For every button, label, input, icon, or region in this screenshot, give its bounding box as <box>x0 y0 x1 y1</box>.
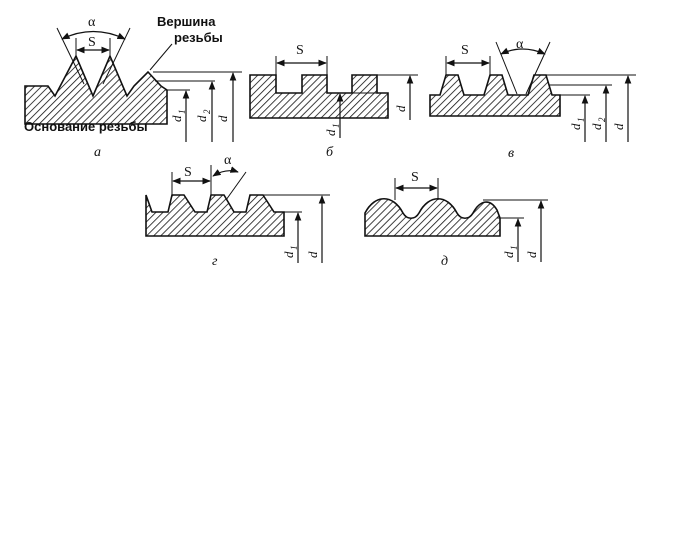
d-label-v: d <box>611 123 626 130</box>
thread-profile-d <box>364 197 501 237</box>
d1-label-a-main: d <box>169 115 184 122</box>
d-label-d: d <box>524 251 539 258</box>
crest-label-line1: Вершина <box>157 14 216 29</box>
d1-label-a: d 1 <box>169 110 187 123</box>
d1-label-b: d 1 <box>323 124 341 137</box>
d2-label-a: d 2 <box>194 109 212 122</box>
pitch-label-v: S <box>461 43 469 58</box>
alpha-arc-v <box>500 47 546 55</box>
thread-profile-b <box>249 74 389 119</box>
d-label-g: d <box>305 251 320 258</box>
thread-profile-a <box>24 53 168 125</box>
alpha-label-a: α <box>88 15 96 30</box>
d1-label-v-main: d <box>568 123 583 130</box>
caption-g: г <box>212 254 218 269</box>
thread-profile-g <box>145 194 285 237</box>
d1-label-d-main: d <box>501 251 516 258</box>
diagram-d-round-thread: S d d 1 д <box>364 170 548 269</box>
d1-label-b-main: d <box>323 129 338 136</box>
d1-label-v-sub: 1 <box>576 118 586 123</box>
d1-label-g: d 1 <box>281 246 299 259</box>
d1-label-g-sub: 1 <box>289 246 299 251</box>
d1-label-a-sub: 1 <box>177 110 187 115</box>
d1-label-g-main: d <box>281 251 296 258</box>
d1-label-d: d 1 <box>501 246 519 259</box>
d1-label-d-sub: 1 <box>509 246 519 251</box>
alpha-arc-a <box>61 30 126 40</box>
caption-d: д <box>441 254 448 269</box>
diagram-v-trapezoidal-thread: α S d d 2 d 1 в <box>429 37 636 161</box>
diagram-g-buttress-thread: S α d d 1 г <box>145 153 330 269</box>
d-label-b: d <box>393 105 408 112</box>
diagram-b-rectangular-thread: S d d 1 б <box>249 43 418 160</box>
root-label: Основание резьбы <box>24 119 148 134</box>
pitch-label-a: S <box>88 35 96 50</box>
caption-b: б <box>326 145 334 160</box>
caption-a: а <box>94 145 101 160</box>
d2-label-v: d 2 <box>589 117 607 130</box>
d-label-a: d <box>215 115 230 122</box>
pitch-label-g: S <box>184 165 192 180</box>
d2-label-a-sub: 2 <box>202 109 212 114</box>
alpha-label-g: α <box>224 153 232 168</box>
alpha-label-v: α <box>516 37 524 52</box>
d2-label-v-main: d <box>589 123 604 130</box>
d2-label-v-sub: 2 <box>597 117 607 122</box>
crest-leader <box>149 43 173 71</box>
d1-label-v: d 1 <box>568 118 586 131</box>
crest-label-line2: резьбы <box>174 30 223 45</box>
pitch-label-d: S <box>411 170 419 185</box>
alpha-line-right-v <box>525 41 551 95</box>
diagram-a-triangular-thread: α S Вершина резьбы d d 2 d 1 Основание р… <box>24 14 242 160</box>
caption-v: в <box>508 146 514 161</box>
alpha-arc-g <box>212 166 239 177</box>
d1-label-b-sub: 1 <box>331 124 341 129</box>
pitch-label-b: S <box>296 43 304 58</box>
thread-profile-v <box>429 74 561 117</box>
d2-label-a-main: d <box>194 115 209 122</box>
alpha-line-left-v <box>495 41 518 95</box>
alpha-line-g <box>225 171 247 201</box>
